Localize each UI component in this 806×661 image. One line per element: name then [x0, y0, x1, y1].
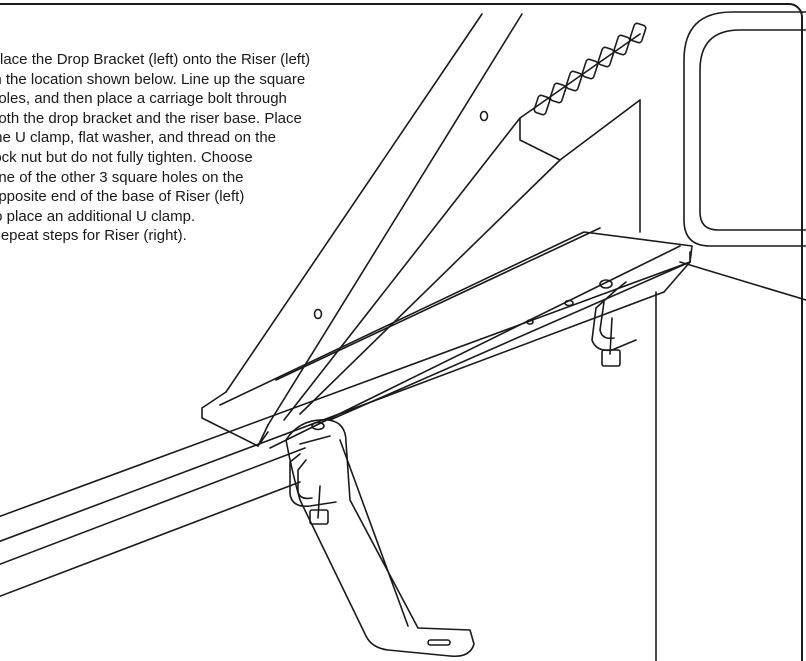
instruction-line: holes, and then place a carriage bolt th… — [0, 90, 287, 108]
riser-base-rail — [0, 252, 690, 600]
square-hole-slots — [534, 23, 647, 116]
riser-diagonal-bar — [202, 14, 522, 446]
u-clamp-left — [290, 454, 336, 524]
riser-base-plate — [220, 228, 692, 420]
instruction-line: lock nut but do not fully tighten. Choos… — [0, 148, 253, 166]
riser-upright-panel — [270, 23, 680, 448]
instruction-line: to place an additional U clamp. — [0, 207, 196, 225]
instruction-line: the U clamp, flat washer, and thread on … — [0, 129, 277, 147]
drop-bracket — [286, 420, 474, 656]
instruction-line: opposite end of the base of Riser (left) — [0, 188, 245, 206]
instruction-line: both the drop bracket and the riser base… — [0, 109, 302, 127]
instruction-line: in the location shown below. Line up the… — [0, 70, 306, 88]
riser-frame-right — [656, 12, 806, 661]
instruction-line: Place the Drop Bracket (left) onto the R… — [0, 51, 311, 68]
panel-border — [0, 3, 803, 661]
instruction-line: one of the other 3 square holes on the — [0, 168, 244, 186]
instruction-line: Repeat steps for Riser (right). — [0, 227, 187, 245]
instruction-text: Place the Drop Bracket (left) onto the R… — [0, 50, 430, 246]
u-clamp-right — [592, 282, 636, 366]
